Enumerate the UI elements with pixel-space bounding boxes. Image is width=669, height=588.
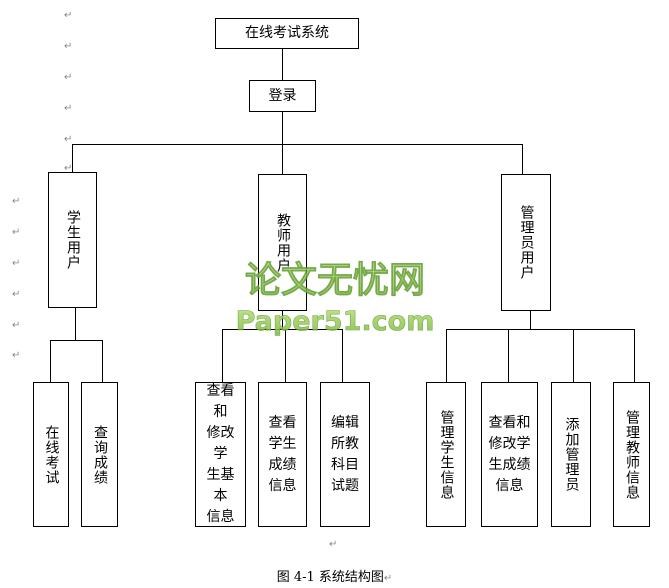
login-box: 登录 [249,80,316,112]
paragraph-mark: ↵ [64,103,73,114]
root-box: 在线考试系统 [215,18,359,49]
student-child-label: 在线考试 [43,424,60,485]
figure-caption-text: 图 4-1 系统结构图 [276,570,384,585]
student-child-label: 查询成绩 [92,424,108,485]
student-child-box: 查询成绩 [81,382,118,527]
admin-child-box: 添加管理员 [551,382,591,527]
student-role-label: 学生用户 [65,210,81,270]
admin-child-label: 管理学生信息 [438,409,455,500]
admin-child-box: 查看和 修改学 生成绩 信息 [481,382,538,527]
teacher-child-label: 查看 学生 成绩 信息 [268,414,297,494]
admin-child-box: 管理教师信息 [613,382,650,527]
paragraph-mark: ↵ [64,10,73,21]
teacher-child-box: 查看 学生 成绩 信息 [258,382,307,527]
login-label: 登录 [268,87,297,104]
student-child-box: 在线考试 [33,382,69,527]
teacher-child-label: 编辑 所教 科目 试题 [331,414,359,494]
paragraph-mark: ↵ [12,258,21,269]
paragraph-mark: ↵ [329,539,338,550]
paragraph-mark: ↵ [64,163,73,174]
teacher-role-label: 教师用户 [275,212,291,273]
teacher-child-label: 查看和 修改学 生基本 信息 [206,383,235,525]
paragraph-mark: ↵ [12,350,21,361]
admin-role-label: 管理员用户 [518,205,535,280]
figure-caption: 图 4-1 系统结构图↵ [0,566,669,585]
root-label: 在线考试系统 [245,25,329,41]
paragraph-mark: ↵ [383,573,393,584]
student-role-box: 学生用户 [48,172,97,308]
paragraph-mark: ↵ [12,320,21,331]
paragraph-mark: ↵ [64,134,73,145]
admin-child-label: 添加管理员 [563,417,580,492]
admin-role-box: 管理员用户 [501,174,551,311]
admin-child-label: 查看和 修改学 生成绩 信息 [488,414,531,494]
paragraph-mark: ↵ [64,72,73,83]
teacher-child-box: 编辑 所教 科目 试题 [320,382,370,527]
paragraph-mark: ↵ [64,41,73,52]
paragraph-mark: ↵ [12,196,21,207]
admin-child-label: 管理教师信息 [624,409,640,500]
paragraph-mark: ↵ [12,289,21,300]
paragraph-mark: ↵ [12,227,21,238]
teacher-child-box: 查看和 修改学 生基本 信息 [195,382,246,527]
teacher-role-box: 教师用户 [258,174,307,311]
admin-child-box: 管理学生信息 [426,382,466,527]
